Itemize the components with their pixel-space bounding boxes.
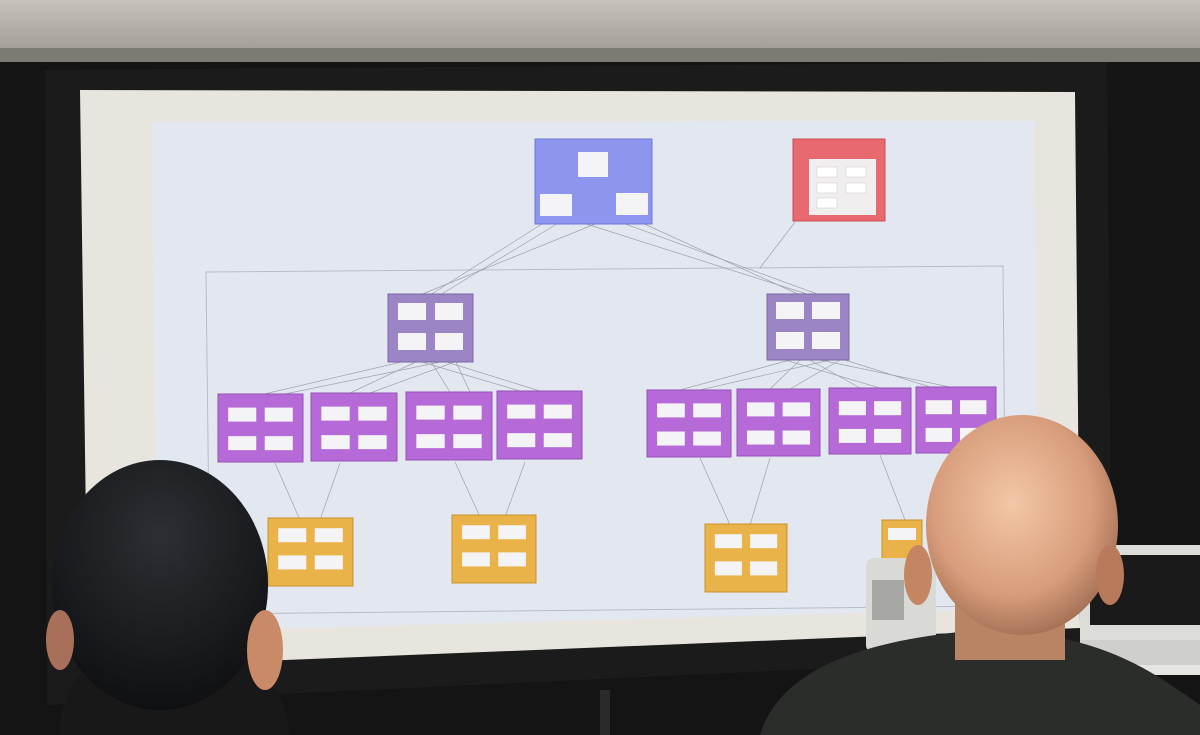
screen-stand [600,690,610,735]
aggregation-node-left [387,293,474,363]
edge-node [704,523,788,593]
leaf-node [828,387,912,455]
audience-person-right [760,415,1200,735]
ceiling-beam [0,48,1200,62]
leaf-node [646,389,732,458]
edge-node [267,517,354,587]
edge-nodes [267,514,923,593]
leaf-node [310,392,398,462]
projected-slide [152,121,1038,632]
aggregation-node-right [766,293,850,361]
leaf-node [496,390,583,460]
edge-node [451,514,537,584]
side-node [792,138,886,222]
leaf-node [736,388,821,457]
leaf-node [217,393,304,463]
connector-lines [259,221,951,526]
core-node [534,138,653,225]
audience-person-left [46,460,290,735]
leaf-node [405,391,493,461]
